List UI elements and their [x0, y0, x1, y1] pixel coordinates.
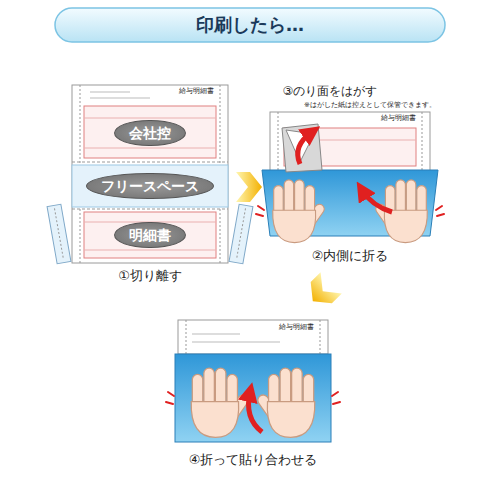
step-caption: ③のり面をはがす: [283, 84, 378, 98]
step-caption: ①切り離す: [118, 268, 182, 284]
label-ellipse: 会社控: [114, 120, 186, 147]
label-ellipse: フリースペース: [86, 173, 214, 200]
title-pill: [55, 8, 445, 42]
title: 印刷したら…: [196, 13, 304, 37]
hands: [256, 180, 444, 243]
detached-strip: [47, 204, 253, 264]
hands: [166, 368, 340, 437]
step-caption: ②内側に折る: [312, 248, 389, 264]
peeled-liner: [282, 124, 322, 172]
small-print: 給与明細書: [279, 323, 314, 331]
section-name: フリースペース: [101, 178, 199, 194]
small-print: 給与明細書: [179, 87, 214, 95]
form-sheet: [72, 85, 228, 263]
small-print: 給与明細書: [381, 114, 416, 122]
section-name: 会社控: [129, 125, 171, 141]
small-print: ※はがした紙は控えとして保管できます。: [304, 101, 436, 109]
step-caption: ④折って貼り合わせる: [189, 452, 318, 468]
section-name: 明細書: [129, 227, 171, 243]
label-ellipse: 明細書: [114, 222, 186, 249]
form-sheet: [175, 320, 331, 442]
